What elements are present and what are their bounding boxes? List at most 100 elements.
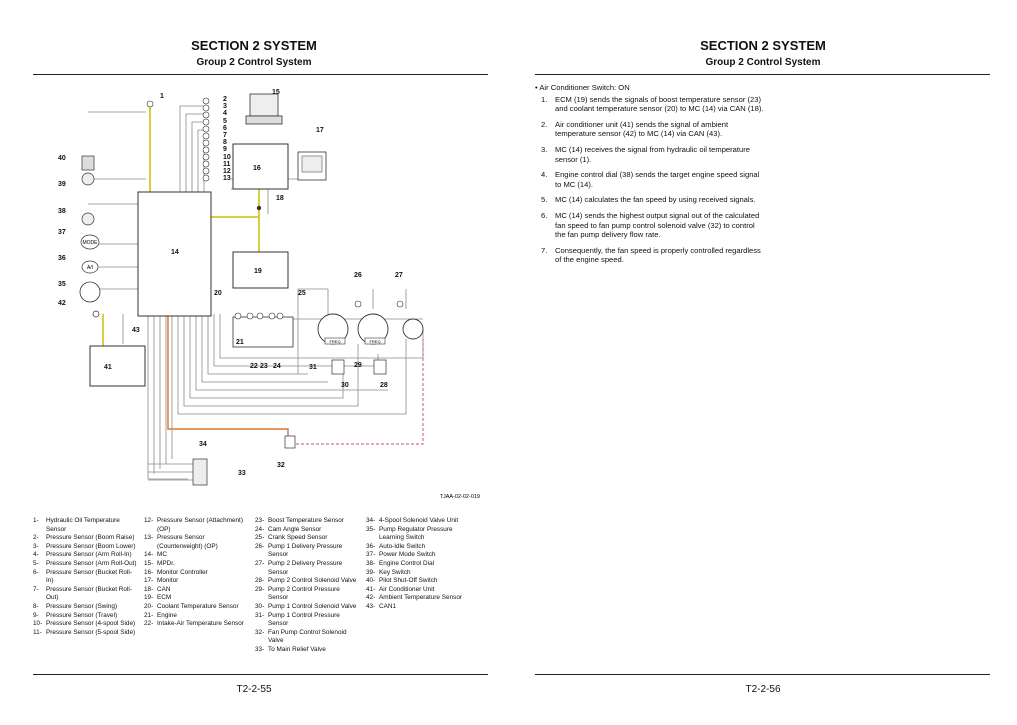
legend-number: 32-	[255, 628, 265, 636]
step-item: 6. MC (14) sends the highest output signa…	[535, 211, 765, 240]
ac-unit-box	[89, 345, 146, 387]
legend-number: 1-	[33, 517, 39, 524]
legend-text: Pressure Sensor (Arm Roll-Out)	[46, 559, 137, 567]
legend-text: Pressure Sensor (Boom Lower)	[46, 542, 136, 550]
legend-number: 27-	[255, 559, 265, 567]
legend-number: 21-	[144, 611, 154, 619]
page-number: T2-2-55	[236, 684, 272, 695]
legend-number: 34-	[366, 517, 376, 524]
legend-text: Crank Speed Sensor	[268, 534, 328, 542]
step-number: 3.	[541, 144, 548, 154]
legend-item: 11- Pressure Sensor (5-spool Side)	[33, 629, 138, 638]
legend-number: 4-	[33, 551, 39, 559]
section-title: SECTION 2 SYSTEM	[700, 38, 826, 53]
bullet-text: Air Conditioner Switch: ON	[539, 83, 630, 92]
header-rule	[535, 74, 990, 75]
callout-20: 20	[214, 290, 222, 297]
legend-item: 16-Monitor Controller	[144, 569, 249, 578]
legend-number: 43-	[366, 602, 376, 610]
legend-number: 28-	[255, 577, 265, 585]
legend-number: 3-	[33, 542, 39, 550]
callout-25: 25	[298, 290, 306, 297]
legend-number: 20-	[144, 602, 154, 610]
section-title: SECTION 2 SYSTEM	[191, 38, 317, 53]
step-item: 1.ECM (19) sends the signals of boost te…	[535, 95, 765, 114]
legend-item: 6-Pressure Sensor (Bucket Roll-In)	[33, 569, 138, 586]
legend-item: 35-Pump Regulator Pressure Learning Swit…	[366, 526, 471, 543]
ai-text: A/I	[87, 265, 93, 271]
legend-item: 15-MPDr.	[144, 560, 249, 569]
legend-item: 30-Pump 1 Control Solenoid Valve	[255, 603, 360, 612]
callout-1: 1	[160, 93, 164, 100]
callout-39: 39	[58, 181, 66, 188]
callout-35: 35	[58, 281, 66, 288]
ecm-box	[232, 251, 289, 289]
legend-number: 38-	[366, 559, 376, 567]
legend-text: Intake-Air Temperature Sensor	[157, 620, 244, 628]
freq-text-2: FREQ	[369, 339, 380, 344]
legend-item: 41-Air Conditioner Unit	[366, 586, 471, 595]
header-rule	[33, 74, 488, 75]
callout-41: 41	[104, 364, 112, 371]
step-number: 6.	[541, 210, 548, 220]
steps-list: 1.ECM (19) sends the signals of boost te…	[535, 95, 765, 265]
legend-text: MPDr.	[157, 559, 175, 567]
legend-text: CAN	[157, 585, 171, 593]
callout-38: 38	[58, 208, 66, 215]
callout-2: 2	[223, 96, 227, 103]
legend-item: 26-Pump 1 Delivery Pressure Sensor	[255, 543, 360, 560]
callout-31: 31	[309, 364, 317, 371]
callout-17: 17	[316, 127, 324, 134]
footer-rule	[33, 674, 488, 675]
callout-32: 32	[277, 462, 285, 469]
legend-number: 10-	[33, 620, 43, 628]
legend-number: 19-	[144, 594, 154, 602]
callout-26: 26	[354, 272, 362, 279]
legend-number: 39-	[366, 568, 376, 576]
footer-rule	[535, 674, 990, 675]
callout-42: 42	[58, 300, 66, 307]
callout-6: 6	[223, 125, 227, 132]
callout-30: 30	[341, 382, 349, 389]
legend-item: 5-Pressure Sensor (Arm Roll-Out)	[33, 560, 138, 569]
mpdr-laptop	[249, 93, 279, 117]
legend-number: 42-	[366, 594, 376, 602]
legend-number: 8-	[33, 602, 39, 610]
step-text: Consequently, the fan speed is properly …	[555, 245, 761, 265]
callout-9: 9	[223, 146, 227, 153]
step-text: MC (14) sends the highest output signal …	[555, 210, 760, 240]
legend-number: 13-	[144, 534, 154, 542]
freq-text-1: FREQ	[329, 339, 340, 344]
legend-item: 28-Pump 2 Control Solenoid Valve	[255, 577, 360, 586]
legend-text: Fan Pump Control Solenoid Valve	[268, 628, 347, 645]
legend-item: 25-Crank Speed Sensor	[255, 534, 360, 543]
legend-text: Coolant Temperature Sensor	[157, 602, 239, 610]
legend-text: Pressure Sensor (Counterweight) (OP)	[157, 534, 218, 550]
legend-number: 16-	[144, 568, 154, 576]
legend-item: 24-Cam Angle Sensor	[255, 526, 360, 535]
legend-item: 23-Boost Temperature Sensor	[255, 517, 360, 526]
left-page: SECTION 2 SYSTEM Group 2 Control System	[0, 0, 508, 725]
legend-item: 7-Pressure Sensor (Bucket Roll-Out)	[33, 586, 138, 603]
legend-text: Pilot Shut-Off Switch	[379, 577, 438, 585]
legend-item: 10-Pressure Sensor (4-spool Side)	[33, 620, 138, 629]
legend-number: 11-	[33, 628, 42, 636]
legend-number: 29-	[255, 585, 265, 593]
legend-item: 14-MC	[144, 551, 249, 560]
procedure-text: • Air Conditioner Switch: ON 1.ECM (19) …	[535, 83, 765, 271]
step-text: Engine control dial (38) sends the targe…	[555, 170, 760, 189]
fan-pump	[402, 318, 424, 340]
legend-text: Monitor	[157, 577, 179, 585]
legend-text: Pressure Sensor (5-spool Side)	[46, 628, 136, 636]
legend-text: Pump 1 Control Pressure Sensor	[268, 611, 340, 628]
callout-43: 43	[132, 327, 140, 334]
legend-number: 33-	[255, 645, 265, 653]
monitor-controller-box	[232, 143, 289, 190]
callout-11: 11	[223, 161, 231, 168]
callout-27: 27	[395, 272, 403, 279]
callout-5: 5	[223, 118, 227, 125]
legend-text: Pump 1 Control Solenoid Valve	[268, 602, 357, 610]
callout-37: 37	[58, 229, 66, 236]
legend-item: 34-4-Spool Solenoid Valve Unit	[366, 517, 471, 526]
